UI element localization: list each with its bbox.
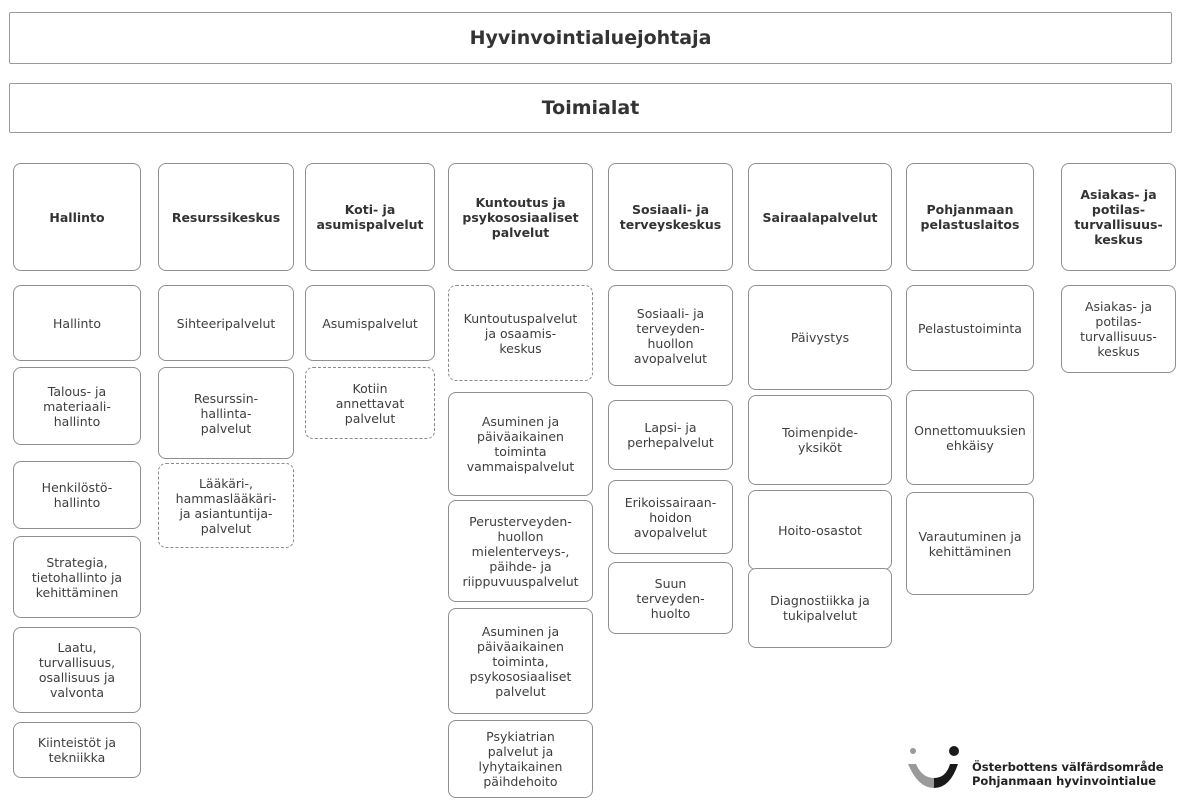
- unit-box: Erikoissairaan- hoidon avopalvelut: [608, 480, 733, 554]
- unit-box: Kotiin annettavat palvelut: [305, 367, 435, 439]
- unit-box: Strategia, tietohallinto ja kehittäminen: [13, 536, 141, 618]
- unit-box: Sosiaali- ja terveyden- huollon avopalve…: [608, 285, 733, 386]
- unit-box: Perusterveyden- huollon mielenterveys-, …: [448, 500, 593, 602]
- unit-label: Perusterveyden- huollon mielenterveys-, …: [462, 513, 579, 589]
- unit-label: Suun terveyden- huolto: [636, 575, 705, 621]
- division-heading: Sosiaali- ja terveyskeskus: [619, 202, 722, 232]
- unit-label: Onnettomuuksien ehkäisy: [914, 422, 1026, 453]
- unit-label: Talous- ja materiaali- hallinto: [43, 383, 111, 429]
- logo-text: Österbottens välfärdsområde Pohjanmaan h…: [972, 760, 1164, 788]
- unit-box: Hoito-osastot: [748, 490, 892, 570]
- top-title: Hyvinvointialuejohtaja: [469, 27, 712, 49]
- unit-box: Kuntoutuspalvelut ja osaamis- keskus: [448, 285, 593, 381]
- division-heading: Sairaalapalvelut: [762, 209, 878, 225]
- logo-dot-right: [949, 746, 959, 756]
- division-heading: Resurssikeskus: [171, 209, 281, 225]
- divisions-title-box: Toimialat: [9, 83, 1172, 133]
- unit-box: Päivystys: [748, 285, 892, 390]
- unit-box: Resurssin- hallinta- palvelut: [158, 367, 294, 459]
- unit-box: Lapsi- ja perhepalvelut: [608, 400, 733, 470]
- unit-box: Varautuminen ja kehittäminen: [906, 492, 1034, 595]
- top-title-box: Hyvinvointialuejohtaja: [9, 12, 1172, 64]
- division-heading-box: Resurssikeskus: [158, 163, 294, 271]
- logo-dot-left: [910, 748, 916, 754]
- unit-label: Sosiaali- ja terveyden- huollon avopalve…: [633, 305, 708, 366]
- unit-label: Toimenpide- yksiköt: [782, 425, 858, 455]
- unit-box: Pelastustoiminta: [906, 285, 1034, 371]
- unit-label: Lapsi- ja perhepalvelut: [627, 420, 714, 450]
- unit-box: Diagnostiikka ja tukipalvelut: [748, 568, 892, 648]
- unit-box: Sihteeripalvelut: [158, 285, 294, 361]
- unit-box: Psykiatrian palvelut ja lyhytaikainen pä…: [448, 720, 593, 798]
- unit-label: Päivystys: [790, 330, 850, 345]
- unit-label: Lääkäri-, hammaslääkäri- ja asiantuntija…: [175, 475, 277, 536]
- logo-swoosh-left: [908, 764, 934, 788]
- unit-box: Laatu, turvallisuus, osallisuus ja valvo…: [13, 627, 141, 713]
- unit-label: Hoito-osastot: [778, 522, 862, 538]
- unit-box: Onnettomuuksien ehkäisy: [906, 390, 1034, 485]
- unit-label: Diagnostiikka ja tukipalvelut: [770, 593, 870, 623]
- logo-line-2: Pohjanmaan hyvinvointialue: [972, 774, 1157, 788]
- division-heading: Hallinto: [49, 209, 105, 225]
- division-heading-box: Kuntoutus ja psykososiaaliset palvelut: [448, 163, 593, 271]
- division-heading-box: Asiakas- ja potilas- turvallisuus- kesku…: [1061, 163, 1176, 271]
- logo-swoosh-right: [934, 764, 958, 788]
- division-heading-box: Hallinto: [13, 163, 141, 271]
- unit-box: Asiakas- ja potilas- turvallisuus- kesku…: [1061, 285, 1176, 373]
- unit-label: Strategia, tietohallinto ja kehittäminen: [31, 554, 123, 600]
- unit-label: Hallinto: [53, 315, 101, 331]
- division-heading: Koti- ja asumispalvelut: [316, 202, 424, 232]
- unit-label: Varautuminen ja kehittäminen: [918, 528, 1022, 559]
- unit-box: Talous- ja materiaali- hallinto: [13, 367, 141, 445]
- logo-line-1: Österbottens välfärdsområde: [972, 760, 1164, 774]
- divisions-title: Toimialat: [541, 97, 640, 119]
- unit-box: Asuminen ja päiväaikainen toiminta vamma…: [448, 392, 593, 496]
- unit-label: Pelastustoiminta: [918, 320, 1022, 336]
- unit-box: Lääkäri-, hammaslääkäri- ja asiantuntija…: [158, 463, 294, 548]
- unit-label: Asumispalvelut: [322, 315, 418, 331]
- unit-label: Laatu, turvallisuus, osallisuus ja valvo…: [38, 640, 116, 700]
- unit-box: Hallinto: [13, 285, 141, 361]
- unit-label: Erikoissairaan- hoidon avopalvelut: [624, 494, 717, 540]
- unit-box: Suun terveyden- huolto: [608, 562, 733, 634]
- unit-label: Resurssin- hallinta- palvelut: [193, 390, 259, 436]
- unit-label: Asuminen ja päiväaikainen toiminta, psyk…: [469, 623, 572, 699]
- division-heading-box: Koti- ja asumispalvelut: [305, 163, 435, 271]
- division-heading: Asiakas- ja potilas- turvallisuus- kesku…: [1074, 187, 1163, 247]
- unit-label: Asuminen ja päiväaikainen toiminta vamma…: [466, 414, 575, 474]
- division-heading-box: Pohjanmaan pelastuslaitos: [906, 163, 1034, 271]
- unit-label: Psykiatrian palvelut ja lyhytaikainen pä…: [478, 729, 563, 789]
- unit-box: Asuminen ja päiväaikainen toiminta, psyk…: [448, 608, 593, 714]
- division-heading: Pohjanmaan pelastuslaitos: [920, 202, 1020, 232]
- unit-label: Kotiin annettavat palvelut: [335, 380, 405, 426]
- division-heading: Kuntoutus ja psykososiaaliset palvelut: [462, 194, 579, 240]
- division-heading-box: Sosiaali- ja terveyskeskus: [608, 163, 733, 271]
- unit-label: Kuntoutuspalvelut ja osaamis- keskus: [463, 310, 578, 356]
- unit-label: Asiakas- ja potilas- turvallisuus- kesku…: [1080, 299, 1157, 359]
- unit-box: Kiinteistöt ja tekniikka: [13, 722, 141, 778]
- unit-label: Sihteeripalvelut: [176, 315, 276, 331]
- organization-logo: [908, 746, 959, 788]
- unit-box: Henkilöstö- hallinto: [13, 461, 141, 529]
- unit-label: Henkilöstö- hallinto: [41, 480, 113, 510]
- unit-label: Kiinteistöt ja tekniikka: [37, 735, 117, 765]
- division-heading-box: Sairaalapalvelut: [748, 163, 892, 271]
- unit-box: Toimenpide- yksiköt: [748, 395, 892, 485]
- unit-box: Asumispalvelut: [305, 285, 435, 361]
